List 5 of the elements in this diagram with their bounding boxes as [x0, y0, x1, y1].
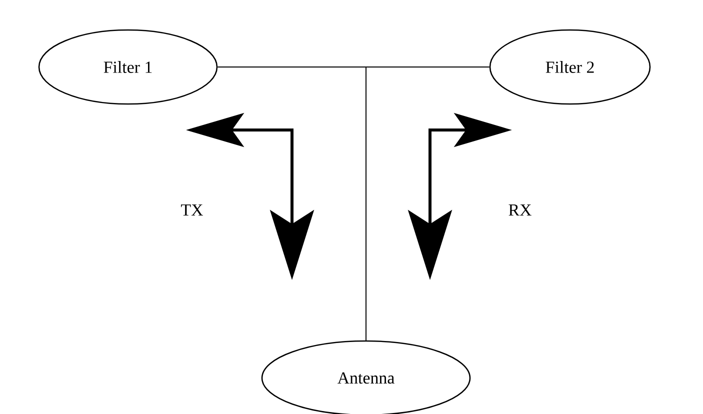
signal-label: RX [508, 204, 532, 216]
connector-line [366, 66, 490, 341]
ellipse-node: Filter 1 [38, 29, 218, 105]
ellipse-node: Filter 2 [489, 29, 651, 105]
signal-label: TX [181, 204, 203, 216]
